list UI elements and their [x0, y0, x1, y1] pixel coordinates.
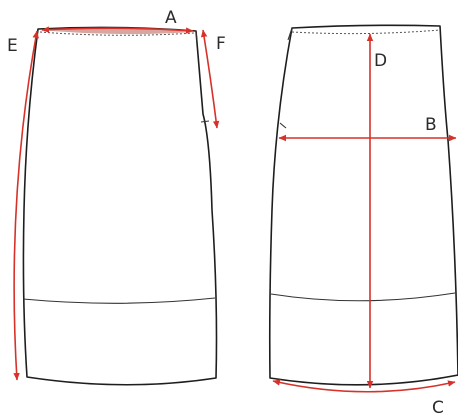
front-hem-seam — [22, 297, 216, 304]
label-a: A — [165, 8, 177, 28]
skirt-front-view — [22, 26, 218, 386]
arrow-c-hem-width — [272, 379, 456, 393]
label-c: C — [432, 398, 444, 416]
front-skirt-outline — [22, 26, 218, 386]
skirt-back-view — [268, 24, 458, 386]
label-b: B — [425, 115, 437, 135]
back-side-notch — [279, 122, 287, 129]
arrow-a-waist — [41, 26, 194, 34]
label-f: F — [216, 34, 226, 54]
arrow-e-side-length — [13, 30, 39, 381]
back-zipper-notch — [287, 27, 293, 41]
arrow-f-hip-depth — [200, 29, 220, 129]
label-d: D — [374, 51, 387, 71]
back-waistband-stitch — [291, 29, 441, 35]
back-skirt-outline — [268, 24, 458, 386]
label-e: E — [7, 36, 18, 56]
measurement-arrows — [13, 26, 457, 393]
front-zipper-notch — [195, 30, 198, 42]
back-hem-seam — [270, 292, 456, 302]
